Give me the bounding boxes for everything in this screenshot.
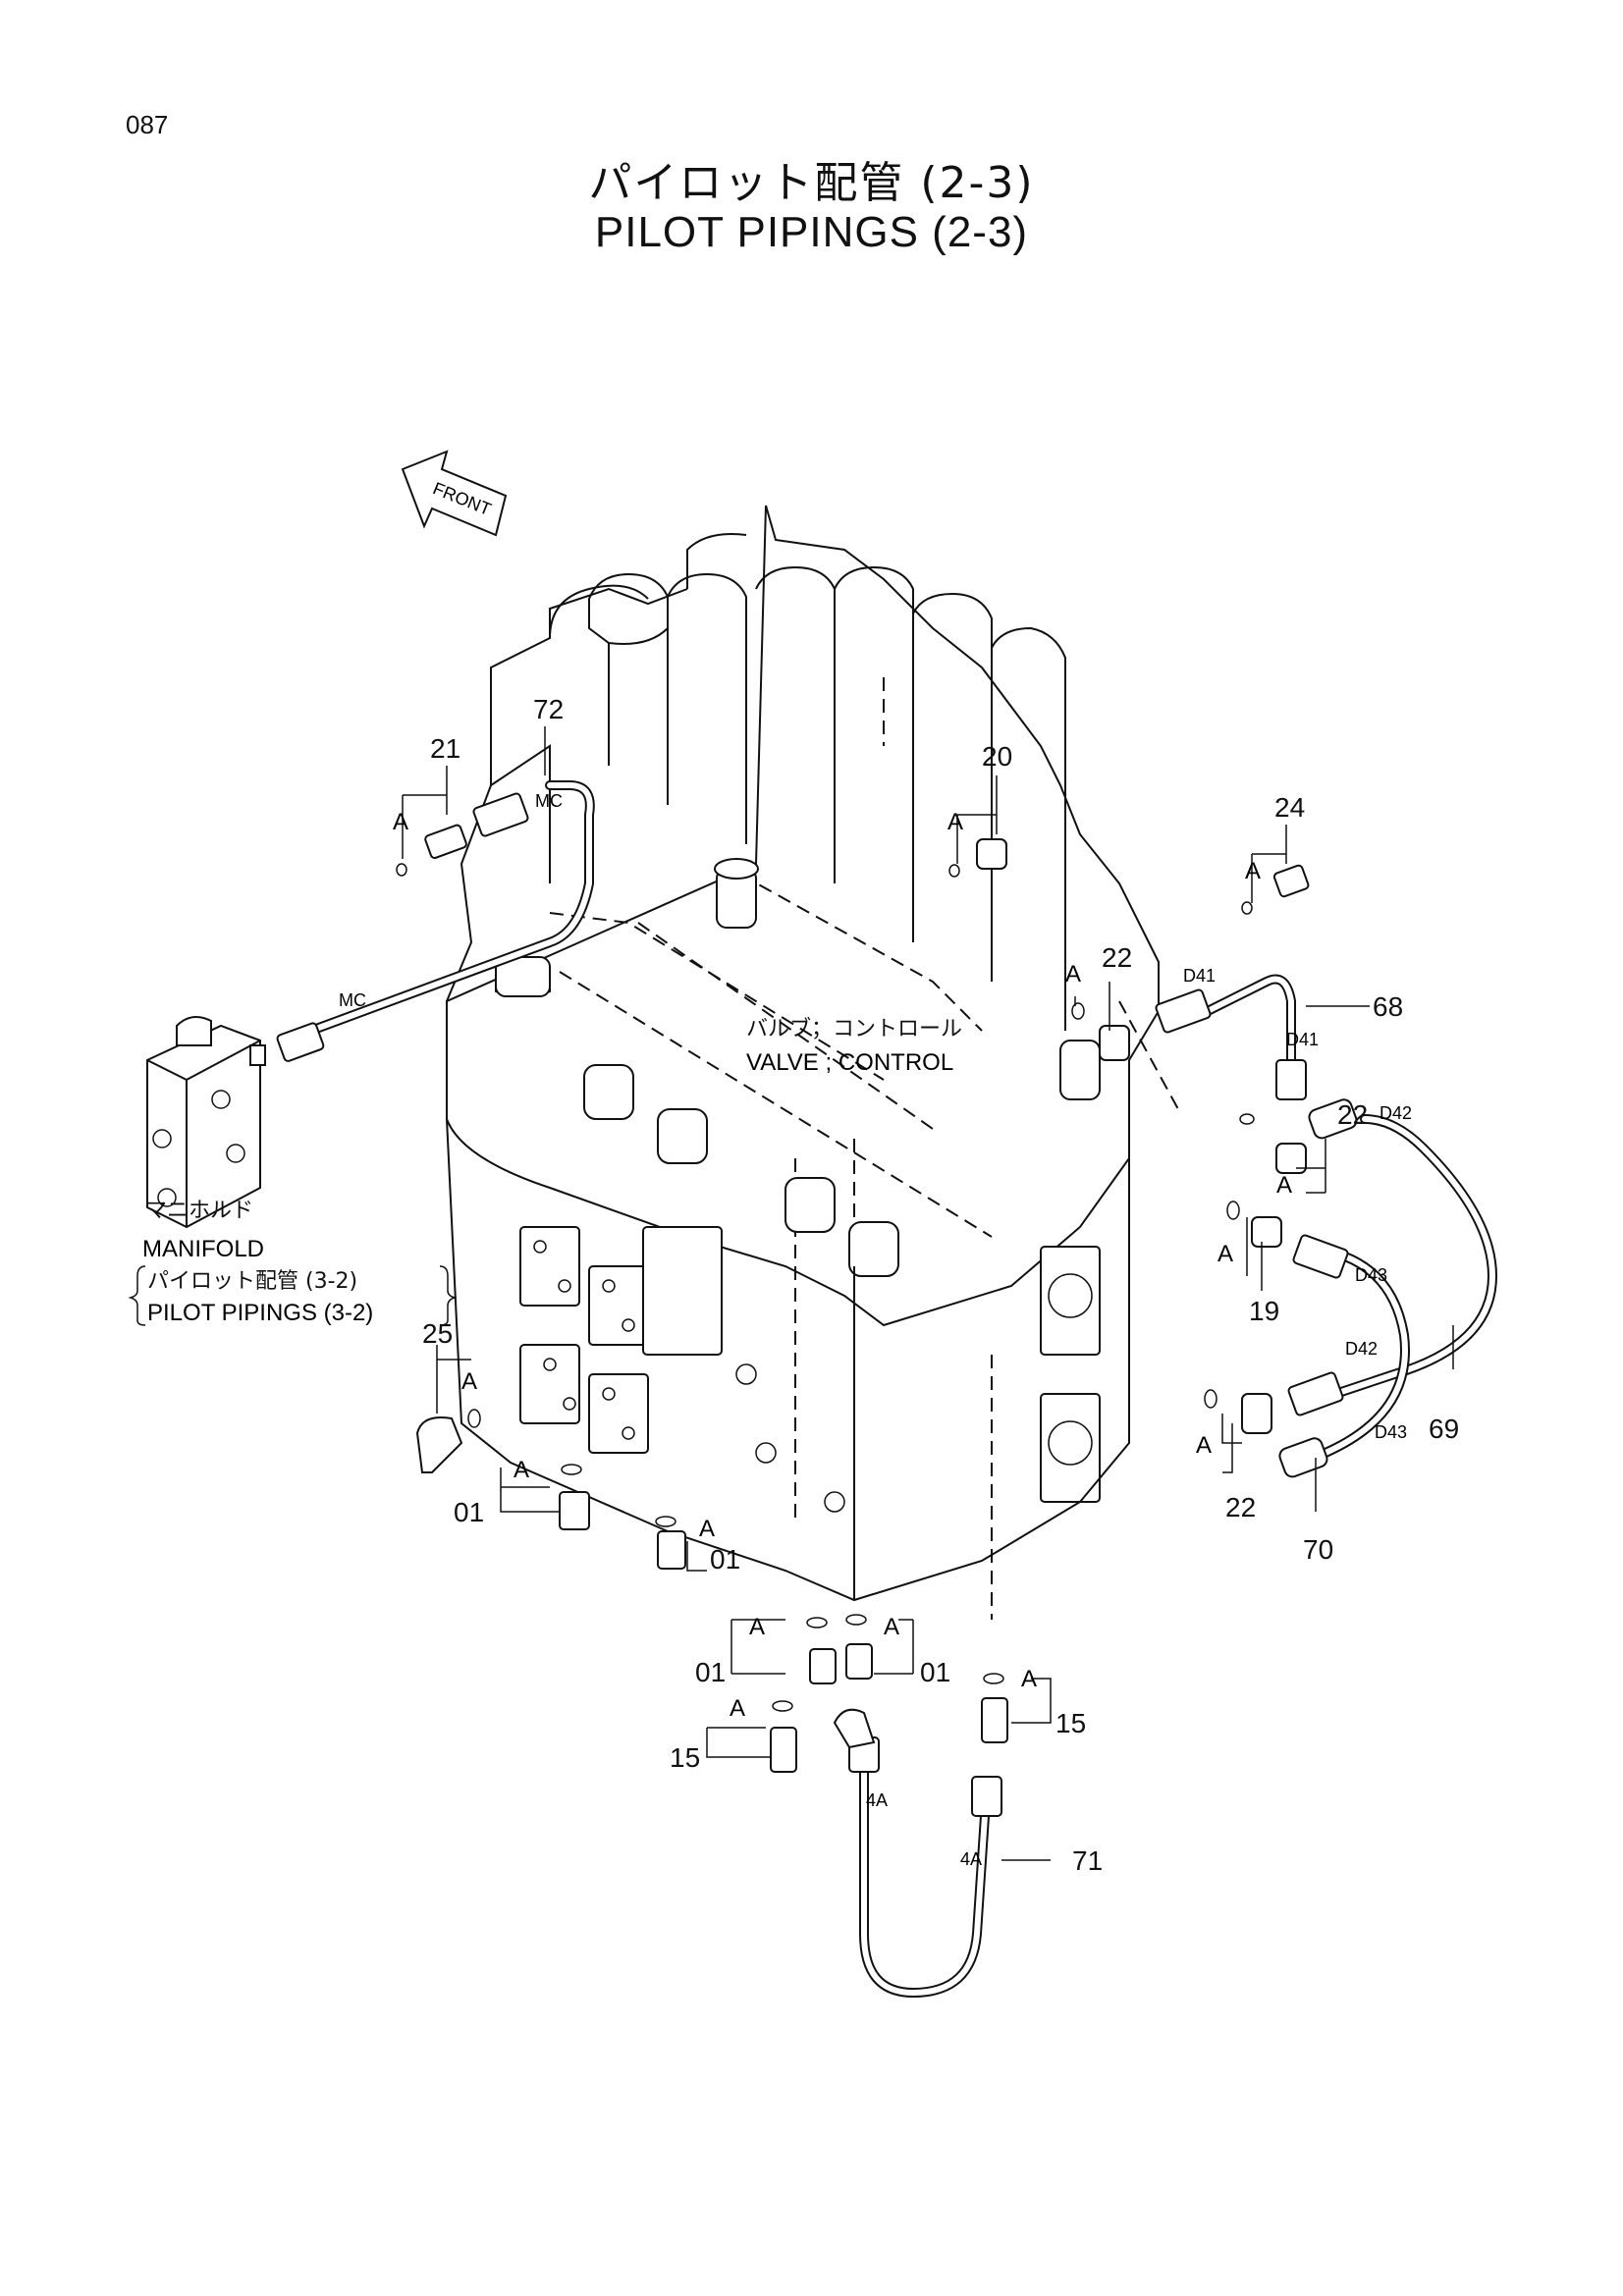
ref-label-en: PILOT PIPINGS (3-2) — [147, 1300, 373, 1326]
callout-22-low: 22 — [1225, 1492, 1256, 1522]
callout-21: 21 — [430, 733, 460, 764]
callout-20: 20 — [982, 741, 1012, 772]
hose-71-mark-4a-right: 4A — [960, 1849, 982, 1869]
hose-71-mark-4a-left: 4A — [866, 1790, 888, 1810]
hose-69-mark-d42-end: D42 — [1345, 1339, 1378, 1359]
port-mark-a-21: A — [393, 809, 408, 835]
callout-22-mid: 22 — [1337, 1099, 1368, 1130]
port-mark-a-24: A — [1245, 858, 1261, 884]
callout-72: 72 — [533, 694, 564, 724]
port-mark-a-22a: A — [1065, 961, 1081, 988]
port-mark-a-22c: A — [1196, 1432, 1212, 1459]
hose-70: D43 D43 — [1278, 1234, 1410, 1478]
leader-lines — [402, 726, 1454, 1861]
manifold-label-en: MANIFOLD — [142, 1236, 264, 1262]
callout-01-center: 01 — [710, 1544, 740, 1575]
callout-24: 24 — [1274, 792, 1305, 823]
callout-71: 71 — [1072, 1845, 1103, 1876]
port-mark-a-22b: A — [1276, 1172, 1292, 1199]
port-mark-a-15b: A — [1021, 1666, 1037, 1692]
callout-19: 19 — [1249, 1296, 1279, 1326]
port-mark-a-01d: A — [884, 1614, 899, 1640]
page-number: 087 — [126, 110, 169, 139]
hose-72-mark-mc-low: MC — [339, 990, 366, 1010]
page-title-jp: パイロット配管 (2-3) — [588, 158, 1035, 208]
front-arrow-icon: FRONT — [401, 450, 508, 537]
valve-label-en: VALVE ; CONTROL — [746, 1049, 953, 1076]
port-mark-a-01c: A — [749, 1614, 765, 1640]
port-mark-a-25: A — [461, 1368, 477, 1395]
callout-15-left: 15 — [670, 1742, 700, 1773]
hose-72-mark-mc-high: MC — [535, 791, 563, 811]
ref-label-jp: パイロット配管 (3-2) — [147, 1269, 357, 1294]
manifold-block — [146, 1016, 266, 1229]
port-mark-a-01a: A — [514, 1457, 529, 1483]
hose-69-mark-d42: D42 — [1380, 1103, 1412, 1123]
ref-left-bracket — [128, 1265, 146, 1326]
hose-71: 4A 4A — [833, 1708, 1002, 1999]
callout-22-top: 22 — [1102, 942, 1132, 973]
port-mark-a-20: A — [947, 809, 963, 835]
hose-68: D41 D41 — [1155, 966, 1319, 1100]
callout-15-right: 15 — [1055, 1708, 1086, 1738]
callout-01-lower-left: 01 — [695, 1657, 726, 1687]
hose-70-mark-d43: D43 — [1355, 1265, 1387, 1285]
hose-69: D42 D42 — [1287, 1098, 1498, 1416]
port-mark-a-01b: A — [699, 1516, 715, 1542]
front-arrow-text: FRONT — [430, 478, 494, 519]
manifold-label-jp: マニホルド — [145, 1199, 253, 1223]
hose-68-mark-d41-right: D41 — [1286, 1030, 1319, 1049]
callout-01-lower-right: 01 — [920, 1657, 950, 1687]
callout-25: 25 — [422, 1318, 453, 1349]
callout-70: 70 — [1303, 1534, 1333, 1565]
port-mark-a-15a: A — [730, 1695, 745, 1722]
page-title-en: PILOT PIPINGS (2-3) — [594, 208, 1029, 256]
callout-68: 68 — [1373, 991, 1403, 1022]
port-mark-a-19: A — [1217, 1241, 1233, 1267]
hose-68-mark-d41-left: D41 — [1183, 966, 1216, 986]
fittings — [396, 824, 1310, 1773]
valve-label-jp: バルブ；コントロール — [746, 1017, 962, 1041]
callout-69: 69 — [1429, 1414, 1459, 1444]
hose-70-mark-d43-end: D43 — [1375, 1422, 1407, 1442]
ref-right-bracket — [439, 1265, 458, 1326]
callout-01-left: 01 — [454, 1497, 484, 1527]
hose-72: MC MC — [276, 780, 595, 1062]
